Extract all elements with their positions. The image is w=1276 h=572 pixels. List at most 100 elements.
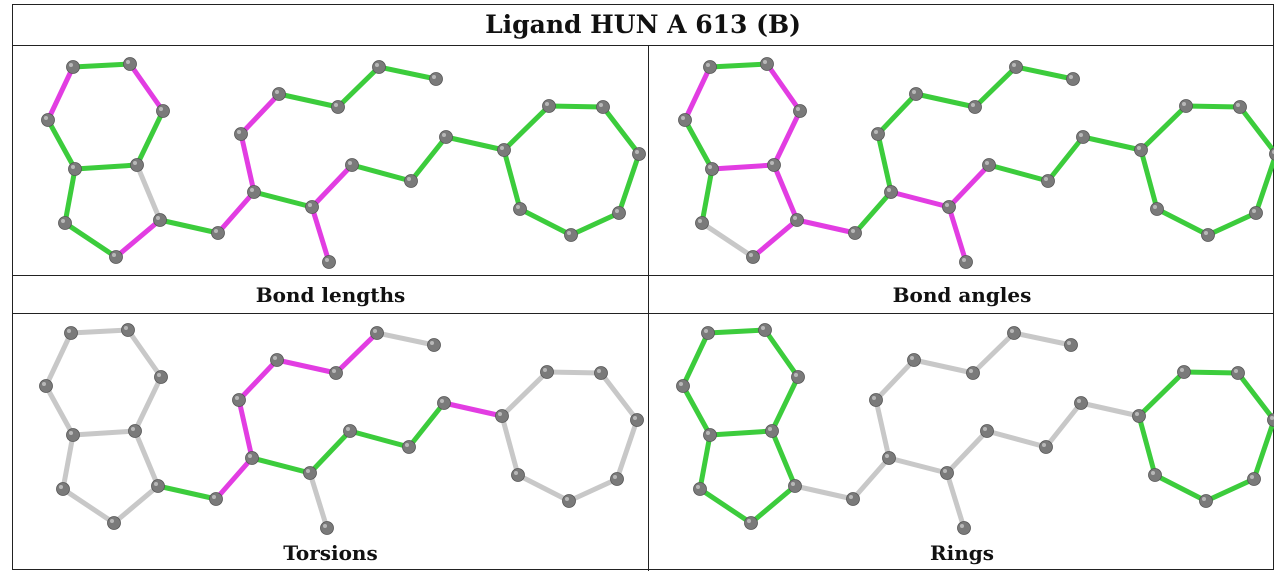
bond-angles-atom-highlight-9: [851, 229, 855, 233]
bond-lengths-bond-5: [45, 64, 76, 123]
rings-bond-25: [1203, 476, 1257, 504]
bond-angles-atom-15: [1066, 72, 1080, 86]
rings-atom-highlight-17: [960, 524, 964, 528]
torsions-atom-6: [151, 479, 165, 493]
torsions-atom-highlight-5: [42, 382, 46, 386]
rings-atom-highlight-12: [910, 356, 914, 360]
bond-angles-atom-highlight-18: [985, 161, 989, 165]
bond-angles-atom-highlight-25: [1272, 150, 1274, 154]
bond-lengths-bond-13: [238, 91, 282, 137]
rings-bond-26: [1251, 417, 1274, 482]
rings-bond-4: [680, 383, 713, 438]
bond-angles-atom-20: [1076, 130, 1090, 144]
rings-atom-2: [791, 370, 805, 384]
rings-atom-21: [1132, 409, 1146, 423]
rings-atom-10: [882, 451, 896, 465]
bond-lengths-atom-highlight-18: [348, 161, 352, 165]
bond-angles-atom-highlight-12: [912, 90, 916, 94]
torsions-bond-16: [374, 330, 437, 348]
torsions-bond-9: [60, 432, 76, 492]
bond-lengths-bond-3: [72, 162, 140, 172]
bond-angles-bond-6: [771, 162, 800, 223]
rings-atom-9: [846, 492, 860, 506]
rings-bond-13: [873, 357, 917, 403]
bond-angles-bond-2: [771, 108, 803, 168]
rings-bond-16: [1011, 330, 1074, 348]
rings-atom-8: [693, 482, 707, 496]
molecule-torsions: [39, 323, 644, 535]
torsions-atom-highlight-0: [67, 329, 71, 333]
torsions-atom-27: [540, 365, 554, 379]
torsions-atom-highlight-21: [498, 412, 502, 416]
bond-lengths-atom-highlight-24: [615, 209, 619, 213]
torsions-atom-2: [154, 370, 168, 384]
bond-angles-bond-16: [1013, 64, 1076, 82]
torsions-bond-10: [155, 483, 219, 502]
bond-angles-atom-3: [767, 158, 781, 172]
rings-atom-highlight-9: [849, 495, 853, 499]
bond-lengths-atom-8: [58, 216, 72, 230]
bond-angles-atom-11: [871, 127, 885, 141]
bond-lengths-bond-22: [443, 134, 507, 153]
bond-lengths-atom-3: [130, 158, 144, 172]
bond-lengths-atom-highlight-9: [214, 229, 218, 233]
rings-atom-0: [701, 326, 715, 340]
rings-atom-12: [907, 353, 921, 367]
bond-lengths-bond-17: [251, 189, 315, 210]
rings-bond-7: [748, 483, 798, 526]
rings-bond-10: [792, 483, 856, 502]
panel-bond-angles: [650, 47, 1274, 275]
figure-table: Ligand HUN A 613 (B) Bond lengths Bond a…: [12, 4, 1274, 571]
bond-angles-atom-12: [909, 87, 923, 101]
bond-lengths-bond-15: [335, 64, 382, 110]
bond-angles-atom-highlight-24: [1252, 209, 1256, 213]
bond-angles-bond-8: [699, 220, 756, 260]
rings-atom-23: [1199, 494, 1213, 508]
rings-atom-16: [940, 466, 954, 480]
column-divider: [648, 45, 649, 571]
bond-angles-atom-22: [1150, 202, 1164, 216]
torsions-atom-highlight-20: [440, 399, 444, 403]
rings-bond-15: [970, 330, 1017, 376]
caption-divider-top: [13, 275, 1273, 276]
bond-lengths-atom-highlight-0: [69, 63, 73, 67]
rings-atom-highlight-0: [704, 329, 708, 333]
bond-lengths-bond-27: [600, 104, 642, 157]
rings-atom-highlight-19: [1042, 443, 1046, 447]
bond-angles-atom-highlight-5: [681, 116, 685, 120]
bond-lengths-atom-5: [41, 113, 55, 127]
torsions-atom-highlight-18: [346, 427, 350, 431]
bond-lengths-atom-highlight-3: [133, 161, 137, 165]
torsions-bond-20: [347, 428, 412, 450]
rings-atom-highlight-1: [761, 326, 765, 330]
bond-lengths-atom-highlight-27: [545, 102, 549, 106]
bond-angles-atom-21: [1134, 143, 1148, 157]
torsions-atom-highlight-19: [405, 443, 409, 447]
bond-lengths-atom-27: [542, 99, 556, 113]
rings-bond-21: [1043, 400, 1084, 450]
torsions-bond-7: [111, 483, 161, 526]
torsions-atom-26: [594, 366, 608, 380]
bond-angles-atom-highlight-6: [793, 216, 797, 220]
panel-bond-lengths: [13, 47, 647, 275]
bond-lengths-bond-21: [408, 134, 449, 184]
torsions-atom-15: [427, 338, 441, 352]
rings-atom-highlight-6: [791, 482, 795, 486]
torsions-atom-17: [320, 521, 334, 535]
torsions-atom-highlight-11: [235, 396, 239, 400]
bond-angles-atom-highlight-23: [1204, 231, 1208, 235]
torsions-atom-24: [610, 472, 624, 486]
torsions-atom-3: [128, 424, 142, 438]
bond-lengths-bond-0: [70, 61, 133, 70]
bond-lengths-atom-highlight-25: [635, 150, 639, 154]
bond-lengths-atom-23: [564, 228, 578, 242]
caption-rings: Rings: [929, 541, 994, 565]
bond-angles-atom-highlight-16: [945, 203, 949, 207]
rings-atom-17: [957, 521, 971, 535]
bond-angles-bond-4: [682, 117, 715, 172]
bond-lengths-atom-22: [513, 202, 527, 216]
torsions-atom-highlight-6: [154, 482, 158, 486]
rings-atom-14: [1007, 326, 1021, 340]
caption-bond-lengths: Bond lengths: [255, 283, 406, 307]
molecule-rings: [676, 323, 1274, 535]
